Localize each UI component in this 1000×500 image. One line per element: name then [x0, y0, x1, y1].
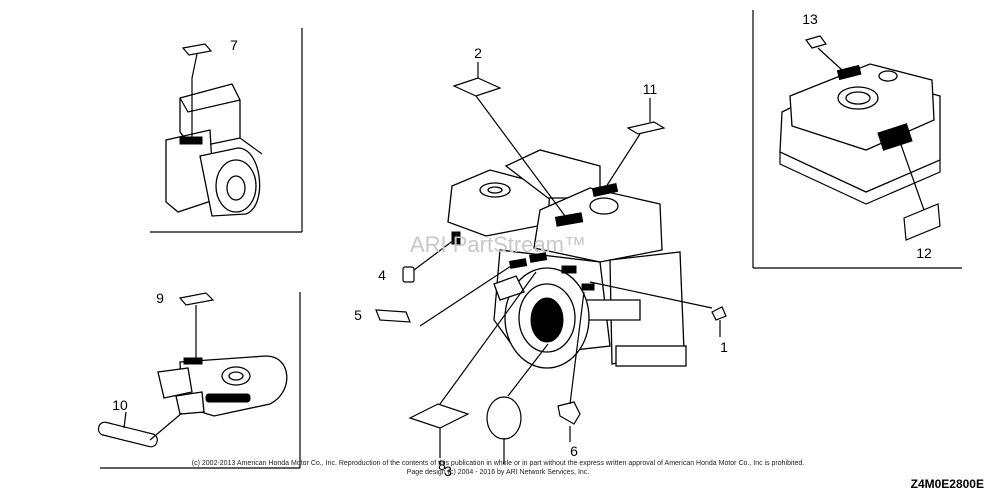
air-cleaner-unit-lower — [157, 355, 288, 417]
decal-7 — [181, 43, 213, 138]
decal-6 — [557, 291, 585, 442]
callout-2[interactable]: 2 — [474, 45, 482, 61]
callout-11[interactable]: 11 — [643, 81, 658, 97]
panel-top-left-border — [150, 28, 303, 233]
gasket-ring-3 — [486, 343, 549, 464]
panel-right-border — [752, 10, 962, 269]
copyright-line-1: (c) 2002-2013 American Honda Motor Co., … — [192, 460, 804, 467]
decal-13 — [804, 35, 843, 71]
diagram-code: Z4M0E2800E — [911, 477, 984, 491]
callout-5[interactable]: 5 — [354, 307, 362, 323]
decal-5 — [375, 263, 515, 327]
air-cleaner-assembly — [165, 83, 263, 217]
callout-4[interactable]: 4 — [378, 267, 386, 283]
copyright-line-2: Page design (c) 2004 - 2016 by ARI Netwo… — [407, 469, 590, 476]
callout-8[interactable]: 8 — [438, 457, 446, 473]
fuel-tank-assembly — [779, 63, 941, 205]
decal-1 — [589, 281, 727, 337]
callout-7[interactable]: 7 — [230, 37, 238, 53]
callout-3[interactable]: 3 — [444, 463, 452, 479]
watermark: ARI PartStream™ — [410, 232, 586, 257]
callout-9[interactable]: 9 — [156, 290, 164, 306]
panel-bottom-left-border — [100, 292, 301, 469]
decal-10 — [97, 411, 183, 448]
decal-9 — [178, 292, 215, 360]
callout-1[interactable]: 1 — [720, 339, 728, 355]
callout-13[interactable]: 13 — [802, 11, 818, 27]
callout-6[interactable]: 6 — [570, 443, 578, 459]
decal-12 — [899, 141, 941, 241]
decal-4 — [402, 239, 455, 283]
engine-assembly — [447, 149, 687, 369]
callout-12[interactable]: 12 — [916, 245, 932, 261]
callout-10[interactable]: 10 — [112, 397, 128, 413]
decal-11 — [603, 98, 666, 191]
decal-8 — [408, 271, 537, 458]
decal-2 — [452, 62, 569, 221]
